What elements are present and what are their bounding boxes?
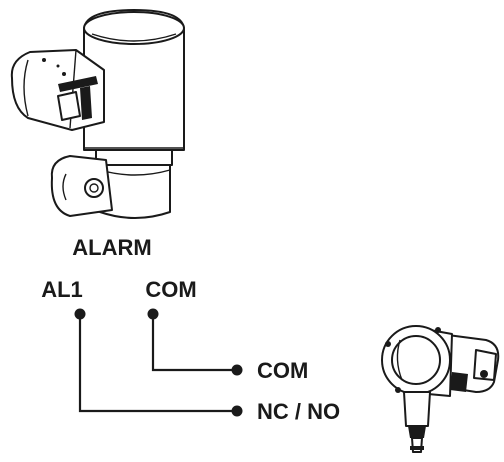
terminal-dot-com (147, 308, 159, 320)
external-label-com: COM (257, 358, 308, 383)
wire-com-com (151, 314, 236, 372)
terminal-dot-al1 (74, 308, 86, 320)
alarm-device-icon (381, 325, 500, 453)
terminal-label-com: COM (145, 277, 196, 302)
external-label-nc-no: NC / NO (257, 399, 340, 424)
terminal-dot-ext-nc-no (231, 405, 243, 417)
diagram-title: ALARM (72, 235, 151, 260)
terminal-dot-ext-com (231, 364, 243, 376)
wire-al1-nc-no (78, 314, 236, 413)
terminal-label-al1: AL1 (41, 277, 83, 302)
wiring (74, 308, 243, 417)
camera-icon (10, 9, 185, 219)
